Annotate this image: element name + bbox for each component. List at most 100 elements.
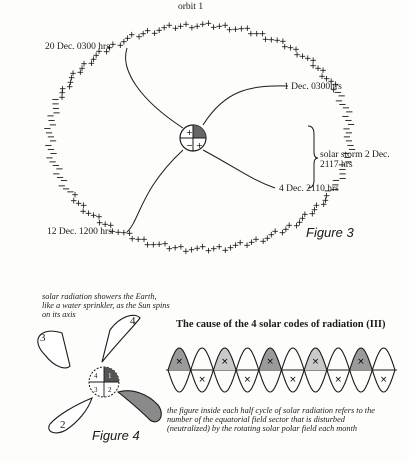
orbit-plus-mark: +	[182, 247, 190, 257]
orbit-minus-mark: −	[51, 99, 59, 110]
orbit-plus-mark: +	[238, 25, 246, 35]
orbit-plus-mark: +	[293, 51, 301, 61]
orbit-plus-mark: +	[80, 201, 88, 211]
orbit-minus-mark: −	[334, 88, 342, 99]
orbit-minus-mark: −	[45, 128, 53, 139]
orbit-plus-mark: +	[273, 36, 281, 46]
orbit-plus-mark: +	[262, 35, 270, 45]
orbit-plus-mark: +	[205, 246, 213, 256]
orbit-plus-mark: +	[236, 238, 244, 248]
orbit-minus-mark: −	[60, 176, 68, 187]
fig4-sprinkler	[37, 314, 162, 434]
orbit-plus-mark: +	[79, 207, 87, 217]
orbit-plus-mark: +	[323, 192, 331, 202]
half-cycle-marker: ×	[289, 375, 297, 385]
wave-curve-b	[167, 347, 396, 393]
orbit-plus-mark: +	[282, 225, 290, 235]
quadrant-1: 1	[108, 372, 112, 380]
radiation-lobe	[37, 330, 71, 369]
orbit-plus-mark: +	[314, 64, 322, 74]
orbit-plus-mark: +	[299, 214, 307, 224]
quadrant-3: 3	[94, 386, 98, 394]
orbit-minus-mark: −	[338, 160, 346, 171]
orbit-minus-mark: −	[339, 173, 347, 184]
orbit-minus-mark: −	[47, 116, 55, 127]
orbit-plus-mark: +	[80, 60, 88, 70]
orbit-minus-mark: −	[341, 112, 349, 123]
orbit-plus-mark: +	[193, 22, 201, 32]
wave-lobe-shaded	[349, 348, 373, 370]
orbit-plus-mark: +	[101, 220, 109, 230]
orbit-plus-mark: +	[221, 21, 229, 31]
orbit-plus-mark: +	[323, 75, 331, 85]
storm-label-line1: solar storm 2 Dec.	[320, 150, 390, 160]
spiral-arm	[202, 85, 289, 126]
orbit-plus-mark: +	[244, 24, 252, 34]
orbit-minus-mark: −	[44, 140, 52, 151]
lobe-label-2: 2	[60, 419, 66, 431]
orbit-minus-mark: −	[324, 186, 332, 197]
orbit-minus-mark: −	[348, 145, 356, 156]
orbit-minus-mark: −	[62, 184, 70, 195]
orbit-plus-mark: +	[259, 237, 267, 247]
orbit-plus-mark: +	[330, 86, 338, 96]
orbit-minus-mark: −	[47, 144, 55, 155]
orbit-minus-mark: −	[342, 124, 350, 135]
orbit-plus-mark: +	[107, 221, 115, 231]
wave-lobe-shaded	[258, 348, 282, 370]
orbit-plus-mark: +	[243, 241, 251, 251]
orbit-plus-mark: +	[120, 37, 128, 47]
radiation-lobe	[48, 397, 93, 434]
orbit-plus-mark: +	[109, 40, 117, 50]
orbit-plus-mark: +	[227, 244, 235, 254]
figure4-caption: Figure 4	[92, 428, 140, 443]
orbit-plus-mark: +	[58, 93, 66, 103]
orbit-plus-mark: +	[322, 196, 330, 206]
orbit-plus-mark: +	[319, 66, 327, 76]
orbit-minus-mark: −	[51, 95, 59, 106]
orbit-minus-mark: −	[332, 176, 340, 187]
orbit-plus-mark: +	[92, 51, 100, 61]
orbit-minus-mark: −	[344, 157, 352, 168]
orbit-plus-mark: +	[313, 201, 321, 211]
orbit-minus-mark: −	[338, 91, 346, 102]
wave-footnote-line1: the figure inside each half cycle of sol…	[167, 406, 375, 415]
orbit-plus-mark: +	[144, 26, 152, 36]
orbit-plus-mark: +	[264, 234, 272, 244]
orbit-minus-mark: −	[344, 116, 352, 127]
orbit-plus-mark: +	[75, 199, 83, 209]
orbit-minus-mark: −	[347, 119, 355, 130]
lobe-label-4: 4	[130, 315, 136, 327]
orbit-minus-mark: −	[46, 111, 54, 122]
orbit-plus-mark: +	[124, 34, 132, 44]
orbit-minus-mark: −	[331, 185, 339, 196]
orbit-ring: −−−−−−−−−−−−−−−+++++++++++++++++++++++++…	[43, 19, 356, 257]
orbit-plus-mark: +	[96, 218, 104, 228]
orbit-minus-mark: −	[345, 136, 353, 147]
orbit-minus-mark: −	[52, 160, 60, 171]
orbit-plus-mark: +	[268, 35, 276, 45]
quadrant-4: 4	[94, 372, 98, 380]
orbit-plus-mark: +	[114, 228, 122, 238]
orbit-plus-mark: +	[166, 244, 174, 254]
orbit-minus-mark: −	[346, 140, 354, 151]
orbit-plus-mark: +	[287, 44, 295, 54]
orbit-minus-mark: −	[342, 148, 350, 159]
orbit-plus-mark: +	[106, 44, 114, 54]
storm-label-line2: 2117 hrs	[320, 160, 353, 170]
half-cycle-marker: ×	[176, 357, 184, 367]
half-cycle-marker: ×	[335, 375, 343, 385]
date-label-dec4: 4 Dec. 2110 hrs	[279, 184, 339, 194]
orbit-plus-mark: +	[301, 210, 309, 220]
orbit-plus-mark: +	[296, 218, 304, 228]
orbit-minus-mark: −	[345, 107, 353, 118]
svg-text:+: +	[196, 141, 203, 150]
orbit-minus-mark: −	[338, 164, 346, 175]
orbit-plus-mark: +	[58, 89, 66, 99]
orbit-plus-mark: +	[210, 23, 218, 33]
orbit-minus-mark: −	[52, 108, 60, 119]
fig4-note-line3: on its axis	[42, 310, 76, 319]
wave-lobe-shaded	[304, 348, 327, 370]
orbit-label: orbit 1	[178, 2, 204, 12]
